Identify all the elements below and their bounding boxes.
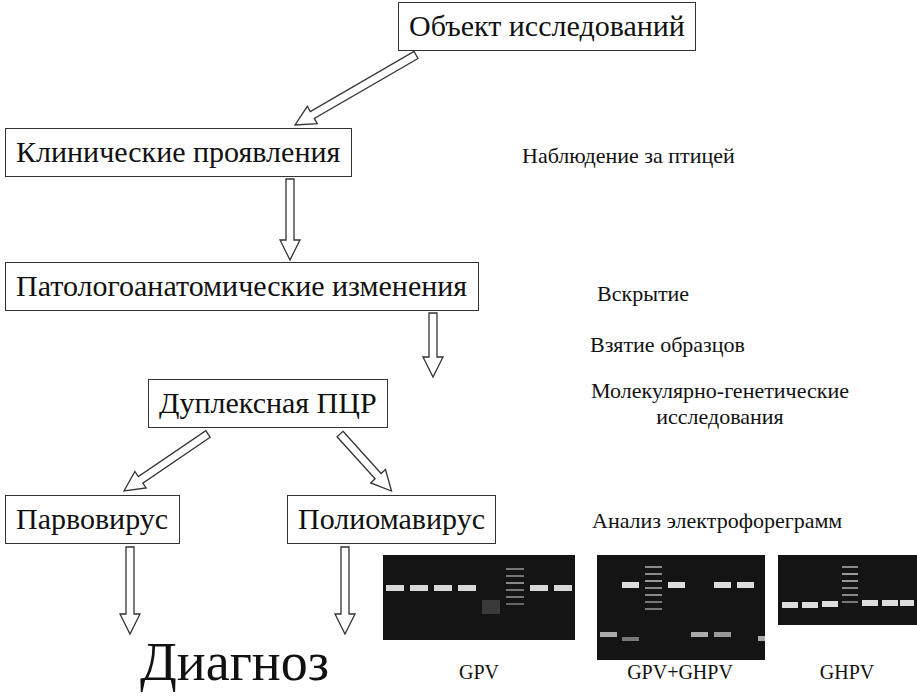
gel-caption: GPV+GHPV <box>627 660 733 684</box>
result-box: Парвовирус <box>5 495 180 544</box>
process-box: Патологоанатомические изменения <box>5 262 479 311</box>
hollow-arrow <box>335 547 355 634</box>
process-box: Дуплексная ПЦР <box>148 379 388 428</box>
gel-image <box>597 555 765 660</box>
node-text: Парвовирус <box>16 501 168 537</box>
process-box: Объект исследований <box>398 2 696 51</box>
step-note: Вскрытие <box>597 281 689 307</box>
gel-caption: GHPV <box>820 660 874 684</box>
result-box: Полиомавирус <box>287 495 496 544</box>
gel-caption: GPV <box>459 660 499 684</box>
hollow-arrow <box>120 547 140 634</box>
gel-image <box>778 555 917 625</box>
node-text: Клинические проявления <box>16 134 340 170</box>
diagnosis-text: Диагноз <box>118 634 358 691</box>
node-text: Полиомавирус <box>298 501 485 537</box>
hollow-arrow <box>280 179 300 260</box>
step-note: Наблюдение за птицей <box>522 143 735 169</box>
step-note: Молекулярно-генетические исследования <box>585 378 855 431</box>
node-text: Объект исследований <box>409 8 685 44</box>
node-text: Патологоанатомические изменения <box>16 268 467 304</box>
process-box: Клинические проявления <box>5 128 352 177</box>
hollow-arrow <box>423 313 443 377</box>
step-note: Анализ электрофореграмм <box>592 508 842 534</box>
gel-image <box>383 555 575 640</box>
node-text: Дуплексная ПЦР <box>159 385 377 421</box>
node-text: Диагноз <box>140 634 329 691</box>
hollow-arrow <box>337 431 392 491</box>
step-note: Взятие образцов <box>590 332 745 358</box>
hollow-arrow <box>124 431 210 491</box>
hollow-arrow <box>295 52 418 126</box>
